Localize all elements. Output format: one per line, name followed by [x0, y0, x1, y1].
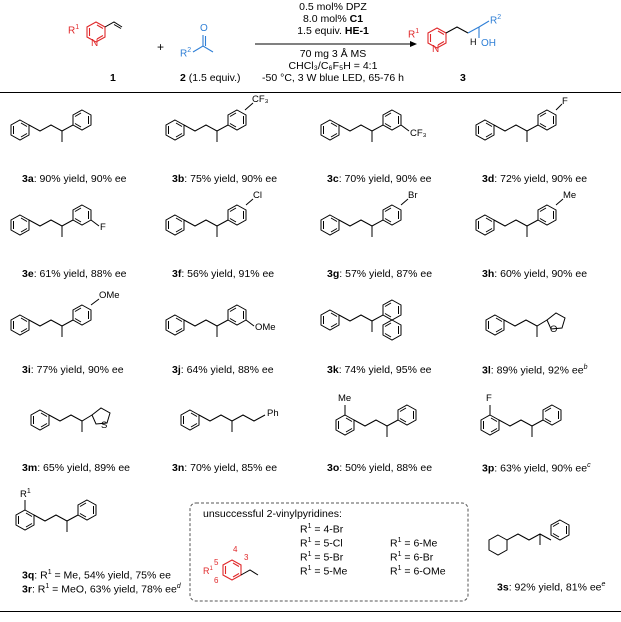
structure-3k: [321, 300, 401, 332]
o-atom-label: O: [200, 23, 208, 34]
unsuccessful-vinylpyridine-structure: [222, 559, 259, 581]
product-3-structure: [427, 20, 490, 49]
condition-dpz: 0.5 mol% DPZ: [299, 1, 367, 13]
unsuccessful-5br: R1 = 5-Br: [300, 551, 344, 564]
product-number: 3: [460, 72, 466, 84]
label-3i: 3i: 77% yield, 90% ee: [22, 364, 124, 376]
unsuccessful-r1: R1: [203, 566, 213, 576]
label-3k: 3k: 74% yield, 95% ee: [327, 364, 432, 376]
product-h-label: H: [470, 37, 477, 47]
unsuccessful-5cl: R1 = 5-Cl: [300, 537, 343, 550]
label-3p: 3p: 63% yield, 90% eec: [482, 462, 591, 475]
sub-3f: Cl: [253, 190, 262, 201]
r2-label: R2: [180, 47, 192, 60]
label-3s: 3s: 92% yield, 81% eee: [497, 581, 606, 594]
structure-3g: [321, 205, 401, 237]
structure-3d: [476, 110, 556, 142]
unsuccessful-6me: R1 = 6-Me: [390, 537, 438, 550]
condition-catalyst: 8.0 mol% C1: [302, 13, 364, 25]
label-3o: 3o: 50% yield, 88% ee: [327, 462, 433, 474]
aldehyde-structure: [192, 35, 214, 53]
structure-3j: [166, 305, 246, 337]
sub-3j: OMe: [255, 322, 276, 333]
r1-label: R1: [68, 24, 80, 37]
unsuccessful-5me: R1 = 5-Me: [300, 565, 348, 578]
label-3c: 3c: 70% yield, 90% ee: [327, 173, 432, 185]
product-r1-label: R1: [408, 28, 420, 41]
product-r2-label: R2: [490, 14, 502, 27]
condition-hantzsch-ester: 1.5 equiv. HE-1: [297, 25, 369, 37]
sub-3m: S: [101, 420, 108, 431]
sub-3h: Me: [563, 190, 577, 201]
reactant-1-number: 1: [110, 72, 116, 84]
label-3h: 3h: 60% yield, 90% ee: [482, 268, 588, 280]
label-3l: 3l: 89% yield, 92% eeb: [482, 364, 588, 377]
structure-3s: [488, 519, 570, 556]
structure-3i: [11, 305, 91, 337]
label-3d: 3d: 72% yield, 90% ee: [482, 173, 588, 185]
bottom-rule: [0, 611, 621, 612]
structure-3h: [476, 205, 556, 237]
header-rule: [0, 92, 621, 93]
sub-3i: OMe: [99, 290, 120, 301]
reactant-2-caption: 2 (1.5 equiv.): [180, 72, 241, 84]
label-3b: 3b: 75% yield, 90% ee: [172, 173, 278, 185]
sub-3e: F: [100, 222, 106, 233]
position-3: 3: [244, 553, 249, 562]
label-3m: 3m: 65% yield, 89% ee: [22, 462, 130, 474]
sub-3p: F: [486, 393, 492, 404]
sub-3b: CF₃: [252, 94, 269, 105]
condition-solvent: CHCl₃/C₆F₅H = 4:1: [288, 60, 378, 72]
n-atom-label: N: [91, 38, 99, 49]
unsuccessful-6ome: R1 = 6-OMe: [390, 565, 446, 578]
label-3g: 3g: 57% yield, 87% ee: [327, 268, 433, 280]
condition-sieves: 70 mg 3 Å MS: [299, 48, 367, 60]
label-3r: 3r: R1 = MeO, 63% yield, 78% eed: [22, 583, 181, 596]
product-oh-label: OH: [481, 38, 496, 49]
sub-3c: CF₃: [410, 128, 427, 139]
unsuccessful-4br: R1 = 4-Br: [300, 523, 344, 536]
structure-3b: [166, 110, 246, 142]
condition-temperature-light: -50 °C, 3 W blue LED, 65-76 h: [262, 72, 404, 84]
sub-3l: O: [550, 324, 558, 335]
unsuccessful-title: unsuccessful 2-vinylpyridines:: [203, 508, 342, 520]
structure-3p: [481, 405, 561, 437]
structure-3o: [336, 405, 416, 437]
structure-3q: [16, 500, 96, 532]
sub-3o: Me: [338, 393, 352, 404]
position-4: 4: [233, 545, 238, 554]
plus-sign: +: [157, 40, 165, 54]
structure-3n: [180, 409, 266, 432]
structure-3e: [11, 205, 91, 237]
sub-3n: Ph: [267, 408, 279, 419]
naphthalene-ring: [382, 319, 402, 341]
position-6: 6: [214, 576, 219, 585]
structure-3c: [321, 110, 401, 142]
label-3e: 3e: 61% yield, 88% ee: [22, 268, 127, 280]
reactant-1-structure: [86, 21, 123, 43]
unsuccessful-box: [189, 502, 469, 602]
structure-3l: [485, 312, 566, 337]
unsuccessful-6br: R1 = 6-Br: [390, 551, 434, 564]
position-5: 5: [214, 558, 219, 567]
label-3a: 3a: 90% yield, 90% ee: [22, 173, 127, 185]
sub-3d: F: [562, 96, 568, 107]
product-n-label: N: [432, 44, 440, 55]
structure-3m: [30, 407, 111, 432]
sub-3q-r1: R1: [20, 488, 31, 501]
label-3f: 3f: 56% yield, 91% ee: [172, 268, 275, 280]
label-3n: 3n: 70% yield, 85% ee: [172, 462, 278, 474]
structure-3a: [11, 110, 91, 142]
label-3j: 3j: 64% yield, 88% ee: [172, 364, 274, 376]
label-3q: 3q: R1 = Me, 54% yield, 75% ee: [22, 569, 171, 582]
sub-3g: Br: [408, 190, 418, 201]
structure-3f: [166, 205, 246, 237]
